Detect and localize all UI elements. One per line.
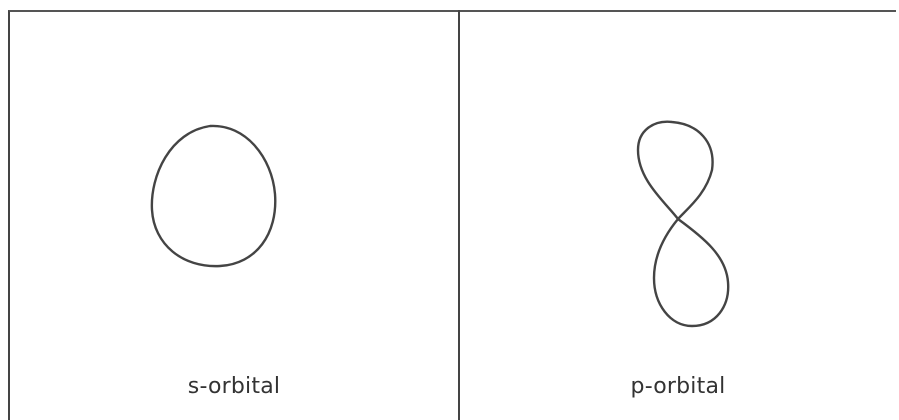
p-orbital-dumbbell-icon bbox=[460, 12, 896, 416]
p-orbital-panel: p-orbital bbox=[460, 12, 896, 416]
s-orbital-label: s-orbital bbox=[10, 374, 458, 399]
p-orbital-label: p-orbital bbox=[460, 374, 896, 399]
s-orbital-sphere-icon bbox=[10, 12, 458, 416]
s-orbital-panel: s-orbital bbox=[10, 12, 458, 416]
